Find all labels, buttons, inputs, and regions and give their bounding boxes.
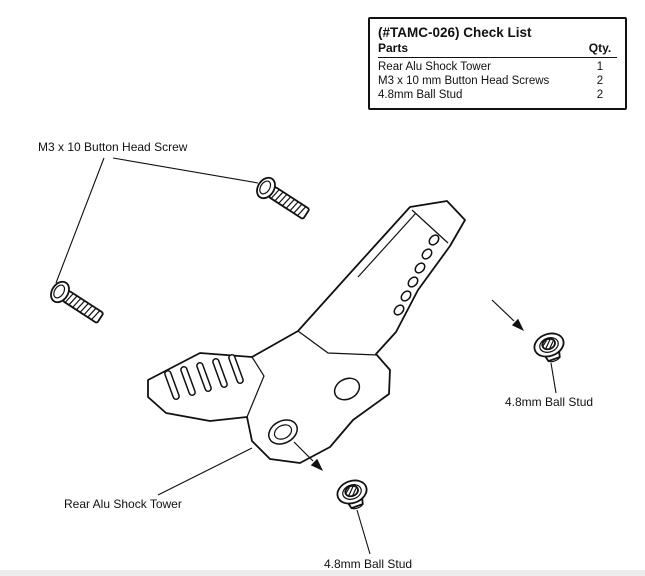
checklist-row: Rear Alu Shock Tower 1: [378, 60, 617, 74]
screw-label: M3 x 10 Button Head Screw: [38, 140, 188, 154]
checklist-box: (#TAMC-026) Check List Parts Qty. Rear A…: [368, 17, 627, 110]
button-head-screw-drawing: [252, 173, 314, 225]
arrow-icon-right: [491, 299, 524, 331]
checklist-header: Parts Qty.: [378, 41, 617, 58]
mount-hole: [333, 377, 361, 401]
part-qty: 2: [596, 75, 604, 87]
ball-stud-drawing-right: [530, 328, 570, 367]
col-header-parts: Parts: [378, 41, 409, 55]
checklist-row: 4.8mm Ball Stud 2: [378, 88, 617, 102]
button-head-screw-drawing: [46, 277, 108, 329]
col-header-qty: Qty.: [588, 41, 612, 55]
shock-tower-drawing: [147, 200, 466, 464]
tower-label: Rear Alu Shock Tower: [64, 497, 182, 511]
part-name: 4.8mm Ball Stud: [378, 89, 463, 101]
block-grooves: [164, 353, 244, 401]
arrow-icon-bottom: [293, 441, 323, 471]
bottom-edge-strip: [0, 570, 645, 576]
ball-stud-drawing-bottom: [333, 475, 373, 514]
ball-stud-bottom-label: 4.8mm Ball Stud: [324, 557, 413, 571]
arm-holes: [393, 234, 440, 316]
part-qty: 2: [596, 89, 604, 101]
checklist-row: M3 x 10 mm Button Head Screws 2: [378, 74, 617, 88]
ball-stud-right-label: 4.8mm Ball Stud: [505, 395, 594, 409]
part-qty: 1: [596, 61, 604, 73]
part-name: Rear Alu Shock Tower: [378, 61, 491, 73]
leader-lines: [55, 157, 557, 555]
part-name: M3 x 10 mm Button Head Screws: [378, 75, 550, 87]
checklist-title: (#TAMC-026) Check List: [378, 25, 532, 40]
